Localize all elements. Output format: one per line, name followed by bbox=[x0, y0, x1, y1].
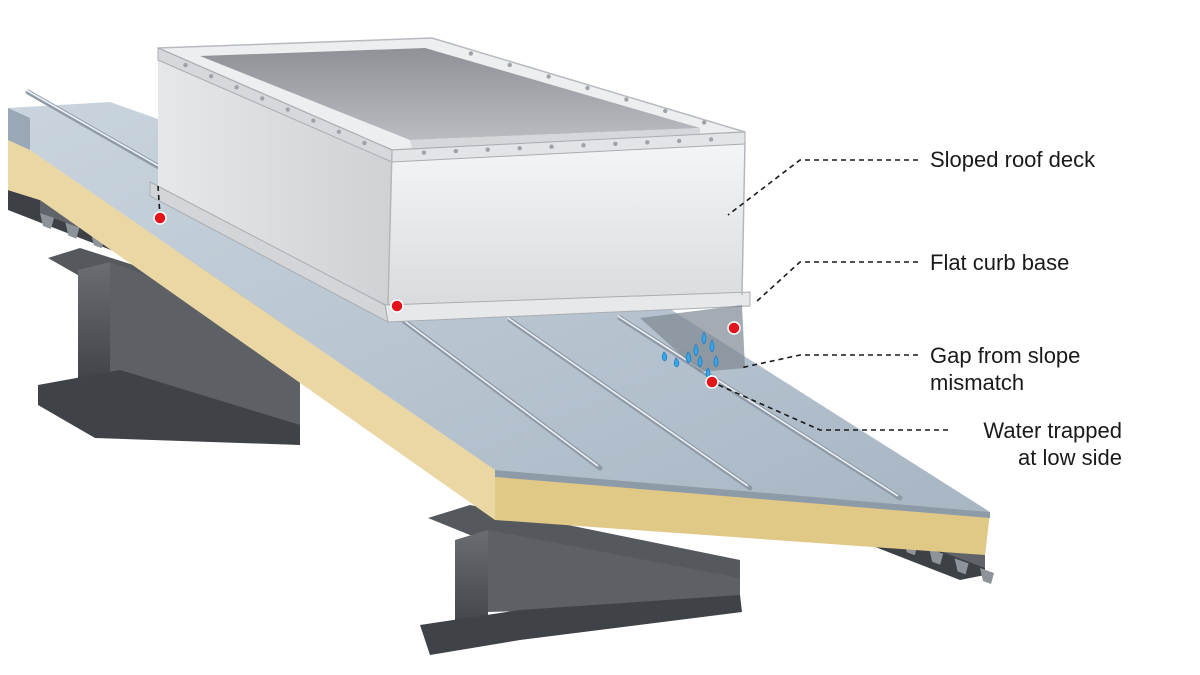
bolt bbox=[585, 85, 590, 91]
deck-rib bbox=[929, 548, 944, 565]
deck-rib bbox=[40, 213, 54, 229]
bolt bbox=[260, 96, 265, 101]
bolt bbox=[208, 74, 214, 79]
leader-water bbox=[713, 382, 948, 431]
marker-gap bbox=[727, 321, 741, 335]
bolt bbox=[362, 140, 367, 146]
marker-left-edge bbox=[153, 211, 167, 225]
bolt bbox=[663, 108, 668, 114]
bolt bbox=[183, 62, 188, 68]
bolt bbox=[546, 74, 551, 79]
steel-beam-right bbox=[420, 505, 742, 655]
label-gap-line1: Gap from slope bbox=[930, 343, 1081, 368]
insulation-layer bbox=[8, 140, 990, 555]
label-sloped-roof-deck: Sloped roof deck bbox=[930, 147, 1096, 172]
marker-curb-front bbox=[390, 299, 404, 313]
bolt bbox=[285, 107, 290, 112]
label-gap-line2: mismatch bbox=[930, 370, 1025, 395]
bolt bbox=[468, 51, 474, 56]
bolt bbox=[507, 62, 512, 68]
deck-rib bbox=[980, 568, 994, 584]
leader-gap bbox=[739, 354, 918, 369]
leader-roof-deck bbox=[727, 159, 918, 216]
label-gap-slope-mismatch: Gap from slope mismatch bbox=[930, 342, 1080, 396]
leader-lines bbox=[157, 159, 948, 431]
bolt bbox=[517, 145, 522, 151]
leader-curb-base bbox=[755, 261, 918, 303]
bolt bbox=[701, 120, 707, 125]
bolt bbox=[676, 138, 682, 144]
bolt bbox=[336, 129, 342, 134]
label-flat-curb-base: Flat curb base bbox=[930, 250, 1070, 275]
bolt bbox=[581, 143, 586, 148]
bolt bbox=[421, 150, 427, 155]
marker-water bbox=[705, 375, 719, 389]
flange-bolts bbox=[183, 51, 714, 155]
bolt bbox=[453, 148, 459, 154]
label-water-trapped: Water trapped at low side bbox=[948, 417, 1122, 471]
bolt bbox=[613, 141, 618, 147]
red-dot-markers bbox=[153, 211, 741, 389]
bolt bbox=[645, 140, 650, 145]
label-water-line1: Water trapped bbox=[983, 418, 1122, 443]
deck-rib bbox=[954, 558, 969, 575]
water-droplets-icon bbox=[661, 331, 719, 379]
rooftop-curb bbox=[149, 37, 751, 372]
bolt bbox=[311, 118, 316, 123]
label-water-line2: at low side bbox=[1018, 445, 1122, 470]
bolt bbox=[624, 97, 629, 102]
bolt bbox=[708, 137, 714, 142]
bolt bbox=[485, 147, 490, 152]
bolt bbox=[234, 85, 239, 90]
deck-rib bbox=[65, 222, 80, 239]
bolt bbox=[549, 144, 554, 149]
